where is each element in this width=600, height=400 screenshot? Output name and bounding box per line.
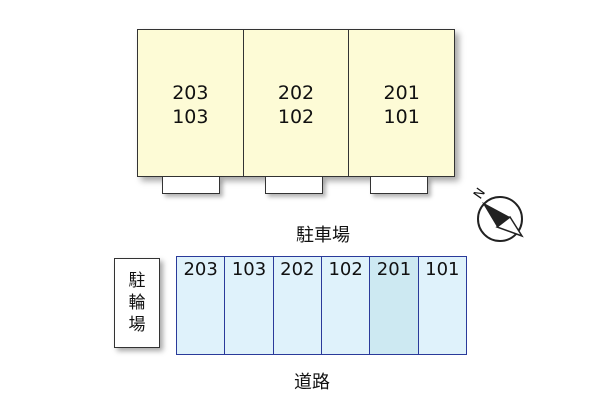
parking-lot: 203 103 202 102 201 101 bbox=[176, 256, 467, 355]
compass-icon: N bbox=[471, 186, 524, 242]
compass-needle-dark bbox=[482, 202, 510, 227]
unit-column-1: 203 103 bbox=[138, 30, 244, 176]
parking-slot: 103 bbox=[225, 257, 274, 354]
parking-slot: 203 bbox=[177, 257, 226, 354]
unit-column-2: 202 102 bbox=[244, 30, 350, 176]
bicycle-parking-char: 輪 bbox=[128, 293, 146, 313]
parking-lot-label: 駐車場 bbox=[296, 225, 350, 246]
compass-needle-light bbox=[495, 215, 524, 238]
unit-number-lower: 102 bbox=[277, 106, 315, 128]
unit-number-upper: 203 bbox=[172, 82, 209, 104]
bicycle-parking: 駐 輪 場 bbox=[114, 258, 160, 348]
parking-slot: 201 bbox=[370, 257, 419, 354]
bicycle-parking-char: 場 bbox=[128, 315, 146, 335]
parking-slot: 101 bbox=[418, 257, 466, 354]
parking-slot: 102 bbox=[321, 257, 371, 354]
entrance-step-2 bbox=[265, 177, 323, 194]
parking-slot: 202 bbox=[273, 257, 322, 354]
unit-number-lower: 101 bbox=[383, 106, 420, 128]
entrance-step-3 bbox=[370, 177, 428, 194]
road-label: 道路 bbox=[294, 372, 330, 393]
compass-north-label: N bbox=[471, 186, 489, 202]
unit-number-lower: 103 bbox=[172, 106, 209, 128]
entrance-step-1 bbox=[162, 177, 220, 194]
unit-number-upper: 201 bbox=[383, 82, 420, 104]
building-block: 203 103 202 102 201 101 bbox=[137, 29, 455, 177]
unit-number-upper: 202 bbox=[277, 82, 315, 104]
unit-column-3: 201 101 bbox=[349, 30, 454, 176]
bicycle-parking-char: 駐 bbox=[128, 271, 146, 291]
